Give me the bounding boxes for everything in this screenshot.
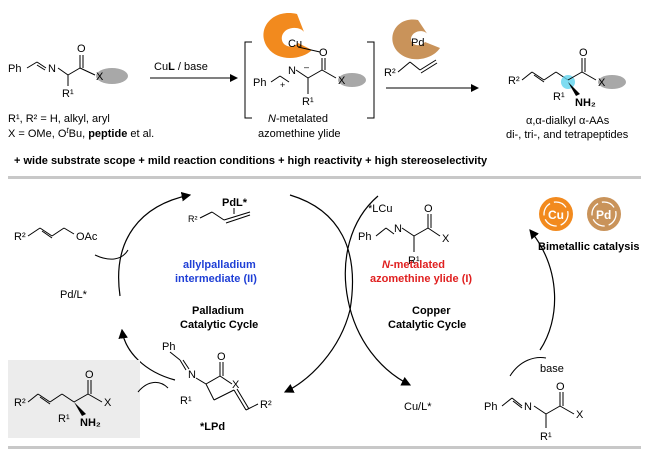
allyl-oac: OAc [76,231,98,243]
features-line: + wide substrate scope + mild reaction c… [14,155,488,167]
pd-cycle-title-1: Palladium [192,305,244,317]
product-nh2: NH₂ [575,97,596,109]
reactant-imine-ester: Ph N R¹ O X [8,43,128,100]
int-r2: R² [260,399,272,411]
sub-n: N [524,401,532,413]
allyl-entry-arrow [94,249,129,260]
ylide-caption-1: -metalated [276,113,328,125]
x-group-highlight [96,68,128,84]
cu-ylide-complex: *LCu Ph N R¹ O X [358,203,450,267]
pd-cycle-arc-left [118,191,192,297]
cu-cycle-arc-right [529,229,556,351]
int-o: O [217,351,226,363]
bracket-left [244,41,252,119]
pd-label: Pd [411,37,424,49]
ylide-red-label-1: N-metalated [382,259,445,271]
product-caption-2: di-, tri-, and tetrapeptides [506,129,629,141]
imine-substrate-cycle: Ph N R¹ O X [484,381,584,443]
ylide-o: O [319,47,328,59]
copper-ylide: Cu Ph N + – R¹ O X [253,12,366,108]
o-label: O [77,43,86,55]
allylpd-label-2: intermediate (II) [175,273,257,285]
ylide-ph: Ph [253,77,266,89]
allyl-acetate: R² OAc [14,227,98,243]
int-n: N [188,369,196,381]
lcu-label: *LCu [368,203,392,215]
legend-pd-text: Pd [596,208,611,222]
ylide-r1: R¹ [302,96,314,108]
allylpd-r2: R² [188,214,198,224]
product-x: X [598,77,606,89]
legend-label: Bimetallic catalysis [538,241,640,253]
cyc-prod-x: X [104,397,112,409]
pd-ligand-icon [392,19,440,60]
base-entry-arrow [509,357,547,377]
ph-label: Ph [8,63,21,75]
reagent-label: CuL / base [154,61,208,73]
cu-cycle-title-1: Copper [412,305,451,317]
pd-allyl-reagent: Pd R² [384,19,440,79]
cycle-ylide-x: X [442,233,450,245]
x-label: X [96,71,104,83]
int-lpd: *LPd [200,421,225,433]
product-amino-acid: R² O X R¹ NH₂ [508,47,626,109]
sub-ph: Ph [484,401,497,413]
allylpd-complex: PdL* R² [188,197,251,224]
separator-top [8,176,641,179]
product-r2: R² [508,75,520,87]
pd-intermediate: Ph N O X R¹ R² *LPd [162,341,272,433]
cu-cycle-title-2: Catalytic Cycle [388,319,466,331]
reagent-r2: R² [384,67,396,79]
cycle-ylide-r1: R¹ [408,255,420,267]
int-x: X [232,379,240,391]
pd-l-label: Pd/L* [60,289,88,301]
allyl-r2: R² [14,231,26,243]
cyc-prod-nh2: NH₂ [80,417,101,429]
cyc-prod-o: O [85,369,94,381]
cyc-prod-r2: R² [14,397,26,409]
pdl-top-label: PdL* [222,197,248,209]
pd-cycle-arc-right [283,194,354,393]
cycle-ylide-o: O [424,203,433,215]
base-label: base [540,363,564,375]
legend-cu-text: Cu [548,208,564,222]
separator-bottom [8,446,641,449]
ylide-n: N [288,65,296,77]
product-r1: R¹ [553,91,565,103]
cyc-prod-r1: R¹ [58,413,70,425]
sub-o: O [556,381,565,393]
r1-label: R¹ [62,88,74,100]
cu-label: Cu [288,38,302,50]
product-box [8,360,140,438]
cycle-product: R² O X R¹ NH₂ [14,369,112,429]
bracket-right [367,41,375,119]
pd-cycle-title-2: Catalytic Cycle [180,319,258,331]
ylide-minus: – [304,62,309,72]
allylpd-label-1: allylpalladium [183,259,256,271]
x-definitions: X = OMe, OtBu, peptide et al. [8,126,154,140]
r-definitions: R¹, R² = H, alkyl, aryl [8,113,110,125]
product-exit-arrow [137,382,169,393]
bimetallic-legend: Cu Pd Bimetallic catalysis [538,197,640,253]
cu-cycle-arc-left [344,195,412,386]
cycle-ylide-ph: Ph [358,231,371,243]
sub-x: X [576,409,584,421]
ylide-caption-n: N [268,113,276,125]
int-r1: R¹ [180,395,192,407]
ylide-plus: + [280,80,285,90]
ylide-red-label-2: azomethine ylide (I) [370,273,472,285]
ylide-x: X [338,75,346,87]
n-label: N [48,63,56,75]
cu-ligand-icon [263,12,312,58]
int-ph: Ph [162,341,175,353]
product-caption-1: α,α-dialkyl α-AAs [526,115,610,127]
product-o: O [579,47,588,59]
cycle-ylide-n: N [394,223,402,235]
cu-l-label: Cu/L* [404,401,432,413]
sub-r1: R¹ [540,431,552,443]
ylide-caption-2: azomethine ylide [258,128,341,140]
